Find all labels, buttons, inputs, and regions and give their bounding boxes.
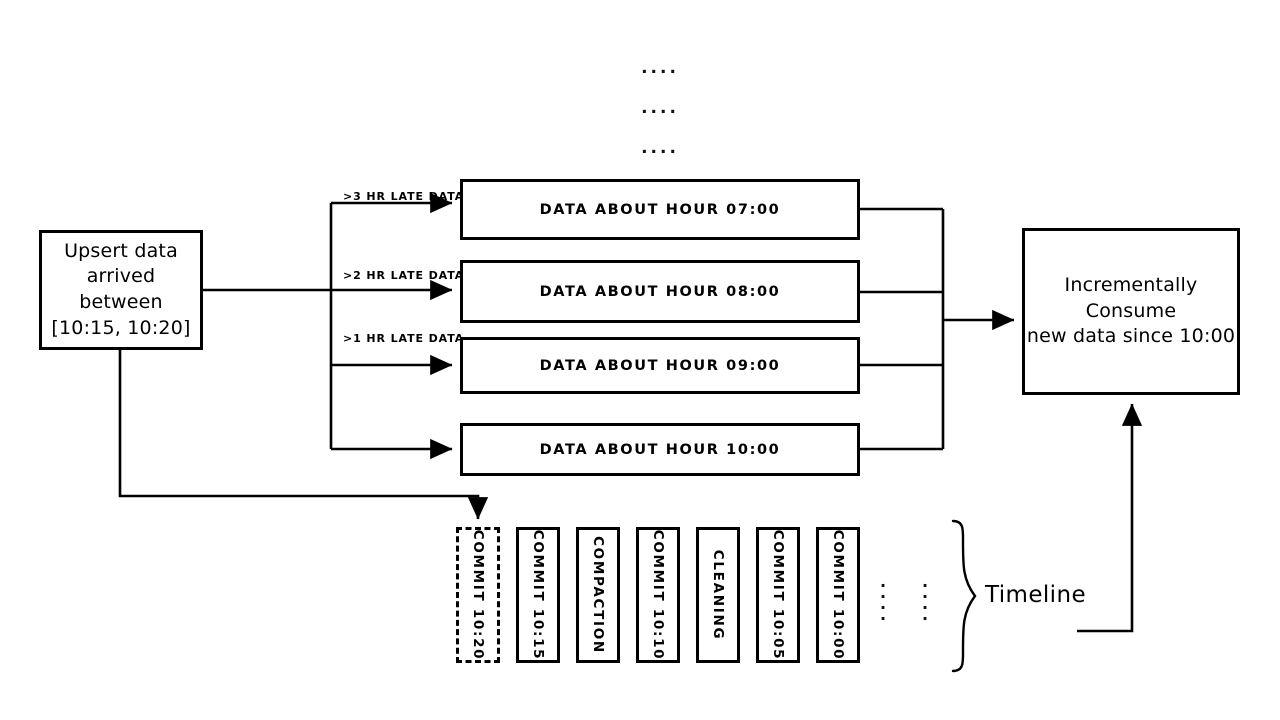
- timeline-chip-commit-1000[interactable]: COMMIT 10:00: [816, 527, 860, 663]
- wire-timeline-to-consumer: [1077, 403, 1143, 633]
- source-box-upsert-data[interactable]: Upsert data arrived between [10:15, 10:2…: [39, 230, 203, 350]
- timeline-chip-label: COMMIT 10:20: [470, 529, 486, 661]
- hour-box-label: DATA ABOUT HOUR 08:00: [539, 283, 781, 300]
- timeline-chip-label: COMMIT 10:00: [830, 529, 846, 661]
- hour-box-label: DATA ABOUT HOUR 09:00: [539, 357, 781, 374]
- timeline-chip-commit-1010[interactable]: COMMIT 10:10: [636, 527, 680, 663]
- consumer-box-line-1: Incrementally Consume: [1064, 274, 1198, 322]
- hour-box-label: DATA ABOUT HOUR 10:00: [539, 441, 781, 458]
- timeline-label: Timeline: [985, 582, 1086, 608]
- edge-label-late-2hr: >2 HR LATE DATA: [343, 269, 465, 282]
- timeline-chip-label: CLEANING: [710, 549, 726, 641]
- hour-box-07[interactable]: DATA ABOUT HOUR 07:00: [460, 179, 860, 240]
- source-box-line-3: [10:15, 10:20]: [51, 316, 191, 339]
- timeline-chip-label: COMPACTION: [590, 536, 606, 654]
- hour-box-label: DATA ABOUT HOUR 07:00: [539, 201, 781, 218]
- timeline-chip-label: COMMIT 10:15: [530, 529, 546, 661]
- timeline-chip-commit-1005[interactable]: COMMIT 10:05: [756, 527, 800, 663]
- timeline-trailing-dots-2: .. ..: [922, 572, 929, 624]
- ellipsis-row: ....: [641, 58, 679, 78]
- wire-source-to-commit: [118, 350, 489, 520]
- consumer-box-line-2: new data since 10:00: [1026, 325, 1236, 348]
- timeline-chip-cleaning[interactable]: CLEANING: [696, 527, 740, 663]
- timeline-chip-label: COMMIT 10:05: [770, 529, 786, 661]
- timeline-brace: [951, 519, 977, 673]
- ellipsis-row: ....: [641, 98, 679, 118]
- timeline-chip-commit-1020[interactable]: COMMIT 10:20: [456, 527, 500, 663]
- timeline-chip-commit-1015[interactable]: COMMIT 10:15: [516, 527, 560, 663]
- source-box-line-2: arrived between: [79, 265, 163, 313]
- hour-box-09[interactable]: DATA ABOUT HOUR 09:00: [460, 337, 860, 394]
- edge-label-late-3hr: >3 HR LATE DATA: [343, 190, 465, 203]
- timeline-trailing-dots-1: .. ..: [880, 572, 887, 624]
- vertical-ellipsis: .... .... ....: [630, 48, 690, 168]
- hour-box-10[interactable]: DATA ABOUT HOUR 10:00: [460, 423, 860, 476]
- source-box-line-1: Upsert data: [64, 239, 178, 262]
- timeline-chip-label: COMMIT 10:10: [650, 529, 666, 661]
- ellipsis-row: ....: [641, 138, 679, 158]
- hour-box-08[interactable]: DATA ABOUT HOUR 08:00: [460, 260, 860, 323]
- timeline-chip-compaction[interactable]: COMPACTION: [576, 527, 620, 663]
- consumer-box-incremental-consume[interactable]: Incrementally Consume new data since 10:…: [1022, 228, 1240, 395]
- edge-label-late-1hr: >1 HR LATE DATA: [343, 332, 465, 345]
